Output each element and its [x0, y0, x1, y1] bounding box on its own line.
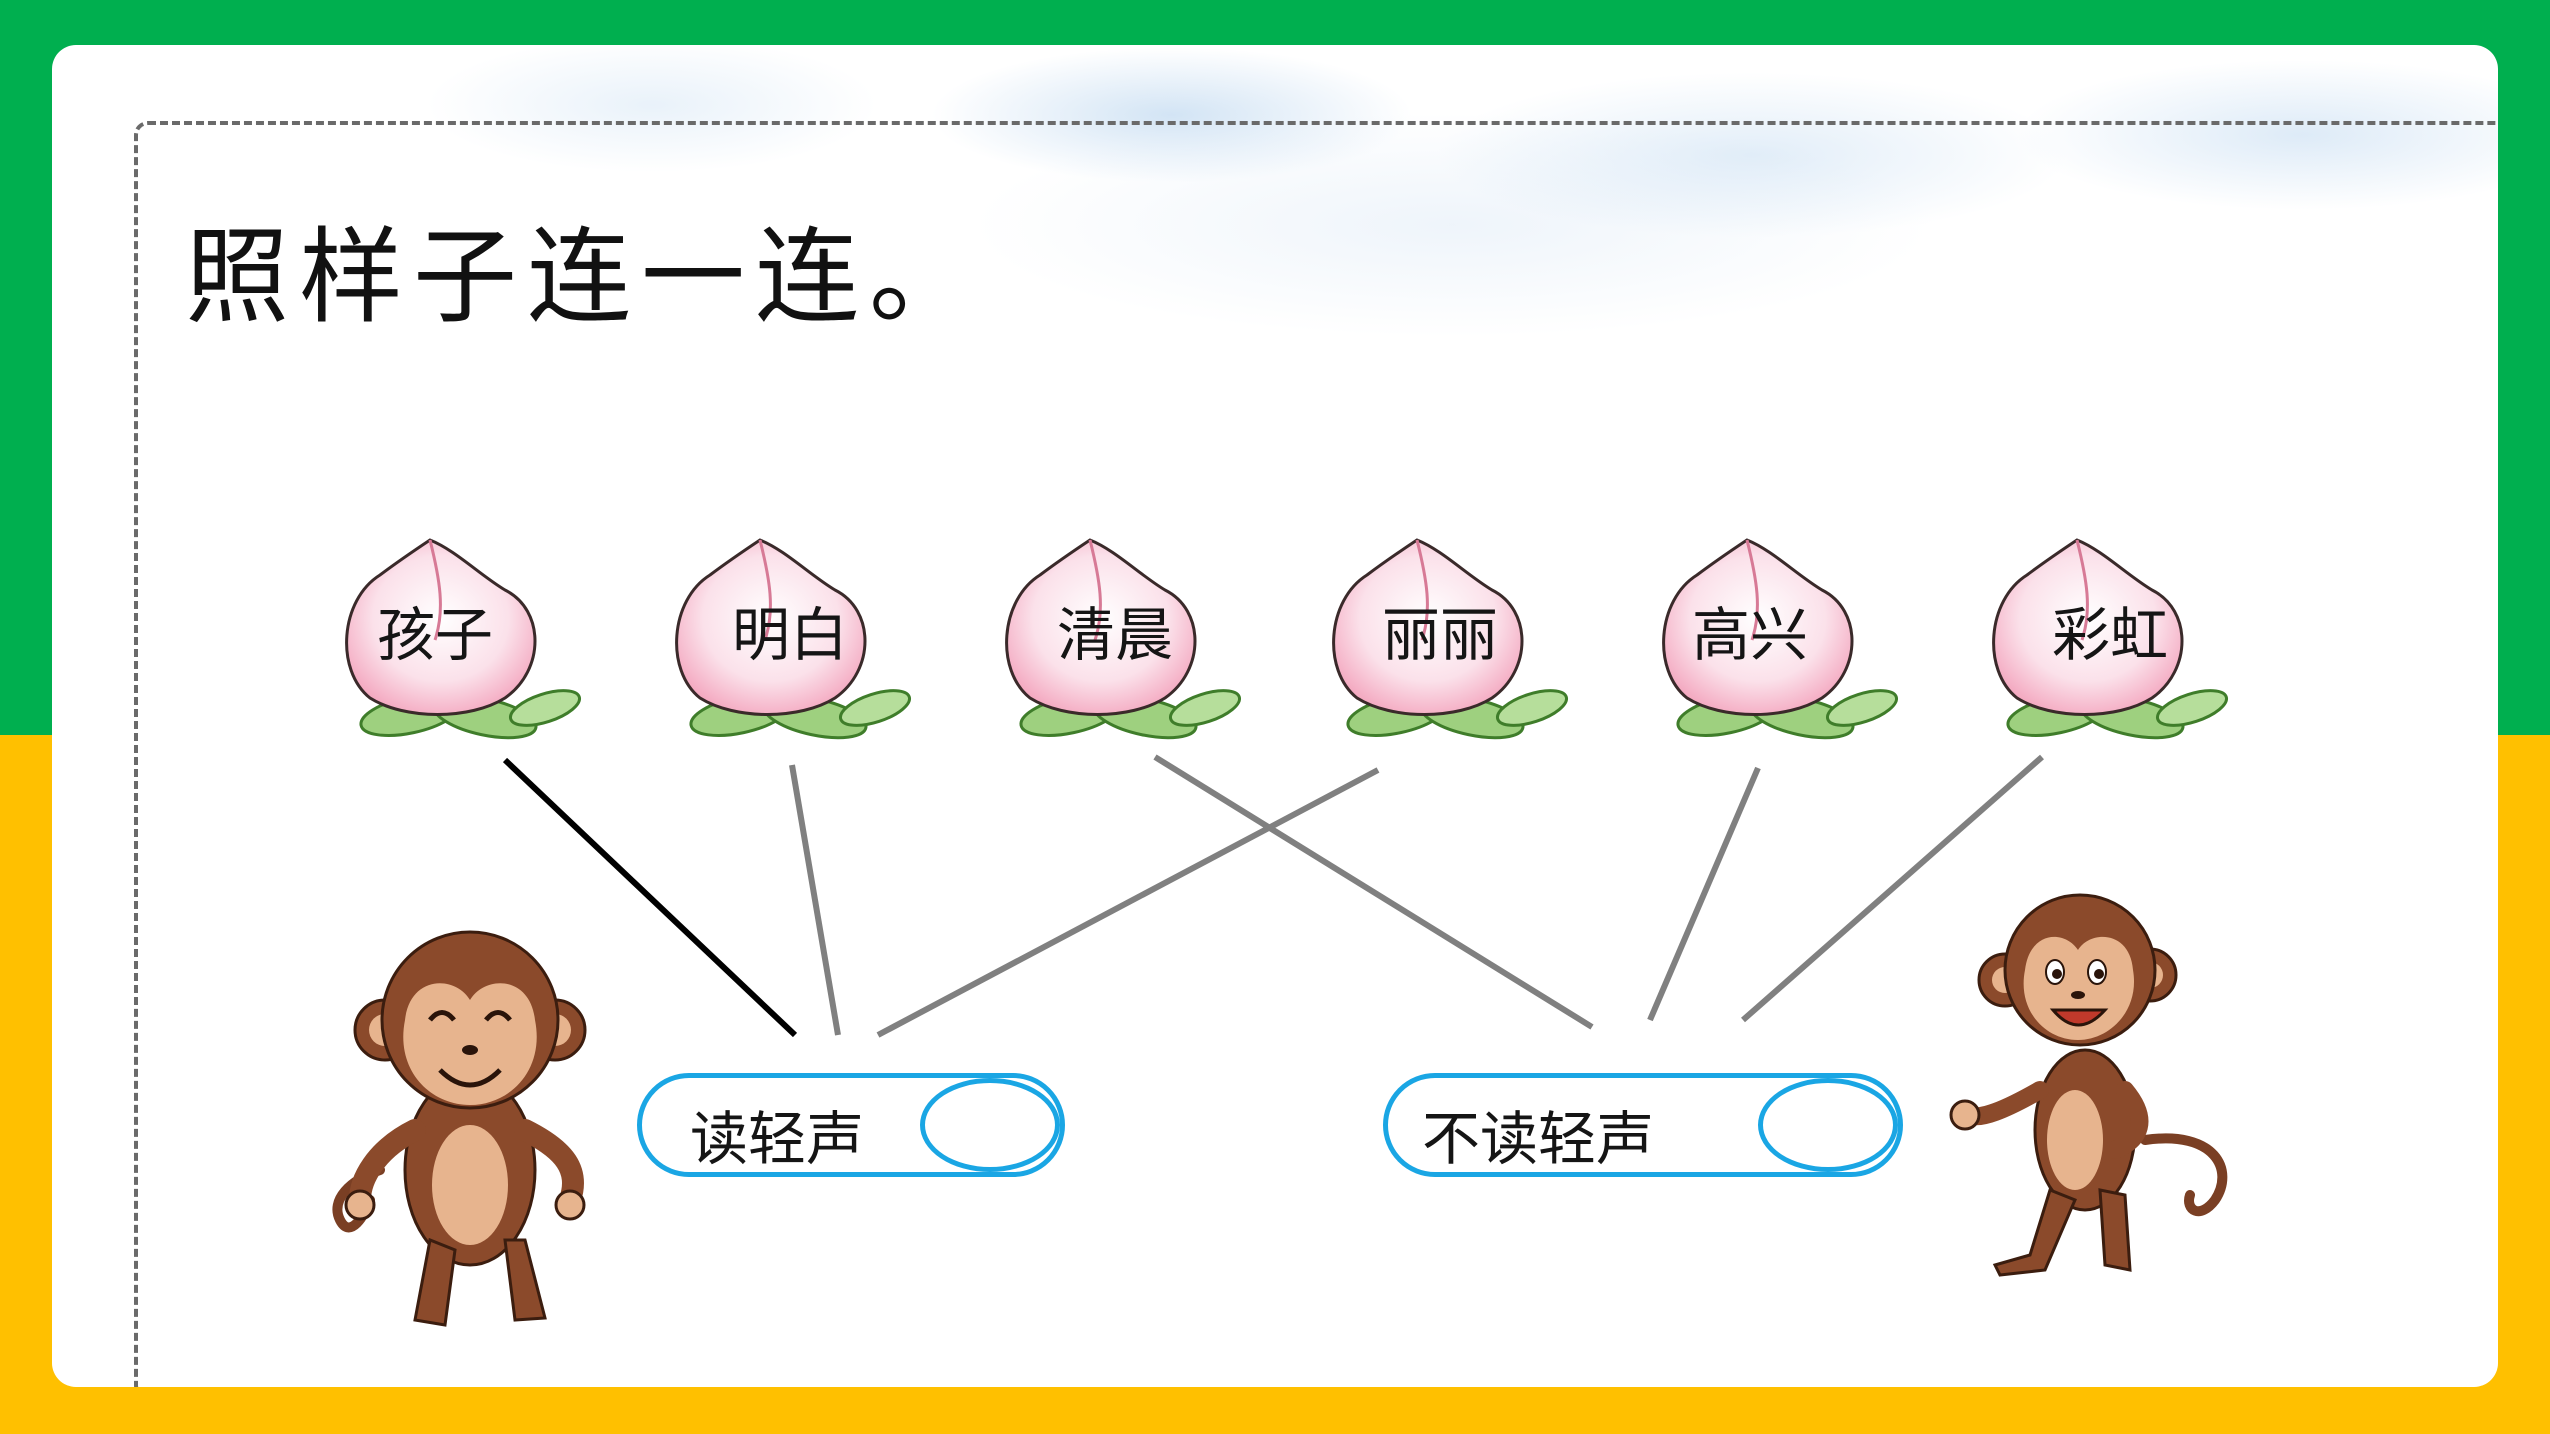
- example-line-haizi: [502, 757, 798, 1038]
- word-haizi: 孩子: [376, 601, 493, 669]
- monkey-left-illustration: [332, 930, 587, 1327]
- line-gaoxing: [1647, 766, 1761, 1022]
- no-light-tone-label: 不读轻声: [1422, 1105, 1655, 1173]
- light-tone-target[interactable]: 读轻声: [637, 1073, 1065, 1177]
- monkey-right-illustration: [1949, 893, 2228, 1277]
- light-tone-label: 读轻声: [690, 1105, 865, 1173]
- line-mingbai: [789, 764, 841, 1036]
- dashed-frame: [134, 121, 2498, 1387]
- line-qingchen: [1153, 754, 1594, 1030]
- no-light-tone-slot: [1758, 1078, 1898, 1172]
- word-qingchen: 清晨: [1056, 601, 1173, 669]
- line-lili: [876, 767, 1380, 1038]
- peach-5[interactable]: [1662, 538, 1901, 745]
- peach-4[interactable]: [1332, 538, 1571, 745]
- peach-3[interactable]: [1005, 538, 1244, 745]
- no-light-tone-target[interactable]: 不读轻声: [1383, 1073, 1903, 1177]
- light-tone-slot: [920, 1078, 1060, 1172]
- peach-1[interactable]: [345, 538, 584, 745]
- word-gaoxing: 高兴: [1691, 601, 1808, 669]
- word-caihong: 彩虹: [2051, 601, 2168, 669]
- line-caihong: [1741, 754, 2044, 1023]
- word-mingbai: 明白: [731, 601, 848, 669]
- word-lili: 丽丽: [1381, 601, 1498, 669]
- peach-2[interactable]: [675, 538, 914, 745]
- instruction-title: 照样子连一连。: [185, 216, 984, 338]
- cloud-background: [52, 45, 2498, 345]
- peach-6[interactable]: [1992, 538, 2231, 745]
